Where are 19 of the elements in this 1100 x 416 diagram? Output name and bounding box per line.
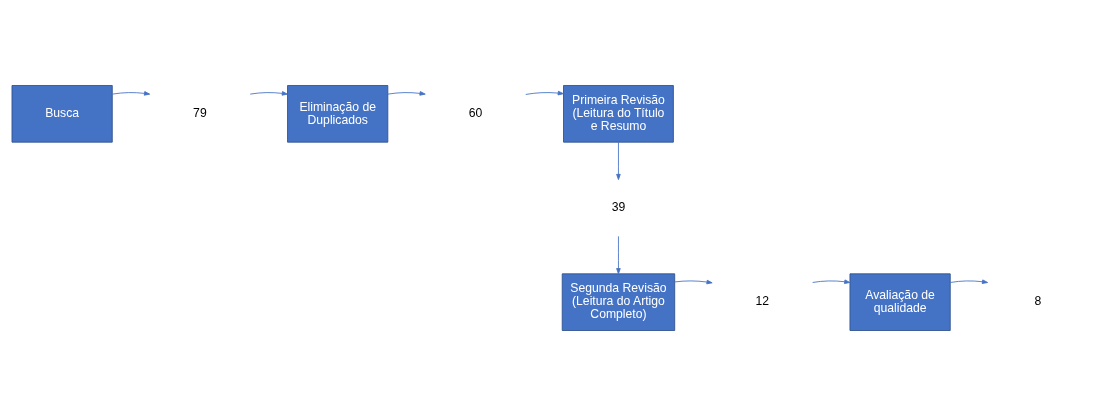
arrow xyxy=(616,141,621,181)
node-text: 60 xyxy=(468,106,483,121)
arrow xyxy=(812,279,851,284)
node-box: Segunda Revisão (Leitura do Artigo Completo) xyxy=(561,273,676,331)
node-text: 39 xyxy=(611,200,626,215)
node-box: Primeira Revisão (Leitura do Título e Resumo xyxy=(563,85,674,143)
arrow xyxy=(249,91,288,96)
arrow xyxy=(950,279,989,284)
arrow xyxy=(525,90,564,96)
arrow xyxy=(112,91,151,96)
node-box: Eliminação de Duplicados xyxy=(287,85,389,143)
node-text: 8 xyxy=(1034,294,1042,309)
arrow xyxy=(387,91,426,96)
node-text: 12 xyxy=(755,294,770,309)
node-text: 79 xyxy=(193,106,207,121)
arrow xyxy=(616,235,621,275)
node-box: Busca xyxy=(11,85,113,143)
node-box: Avaliação de qualidade xyxy=(849,273,951,331)
arrow xyxy=(674,279,713,285)
